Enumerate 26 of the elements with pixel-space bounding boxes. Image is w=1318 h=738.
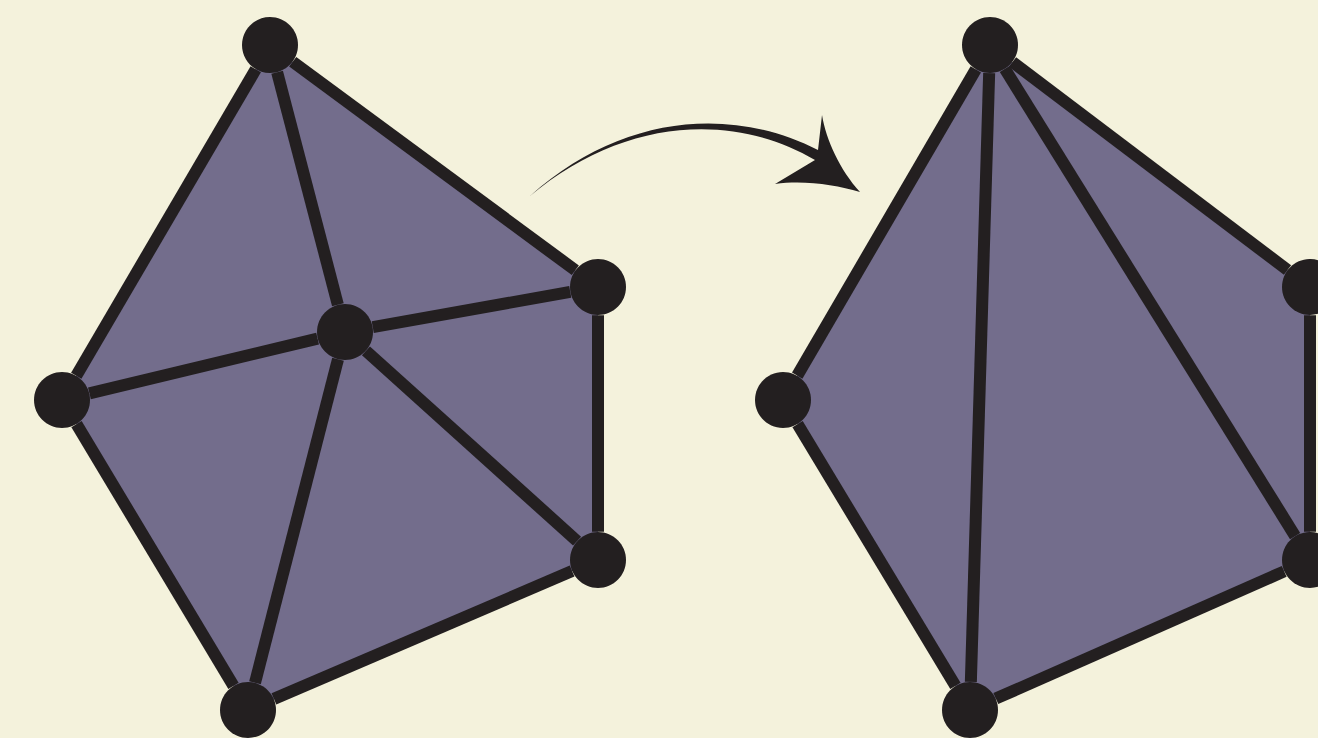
vertex-dot [34, 372, 90, 428]
mesh-edge [361, 346, 582, 546]
mesh-edge [1008, 57, 1292, 275]
vertex-dot [942, 682, 998, 738]
mesh-edge [271, 70, 344, 307]
mesh-edge [289, 56, 579, 276]
mesh-edge [999, 65, 1301, 540]
vertex-dot [962, 17, 1018, 73]
mesh-edge [1304, 315, 1316, 532]
mesh-edge [271, 565, 575, 705]
mesh-edge [964, 73, 996, 682]
vertex-dot [242, 17, 298, 73]
mesh-edge [993, 565, 1287, 705]
vertex-dot [570, 259, 626, 315]
mesh-edge [371, 286, 572, 333]
mesh-edge [71, 421, 239, 689]
mesh-edge [249, 357, 344, 685]
mesh-edge [792, 421, 961, 689]
mesh-edge [88, 332, 319, 400]
mesh-edge [792, 66, 981, 379]
mesh-edge [592, 315, 604, 532]
mesh-edge [71, 66, 261, 379]
vertex-dot [220, 682, 276, 738]
vertex-dot [755, 372, 811, 428]
vertex-dot [317, 304, 373, 360]
vertex-dot [570, 532, 626, 588]
